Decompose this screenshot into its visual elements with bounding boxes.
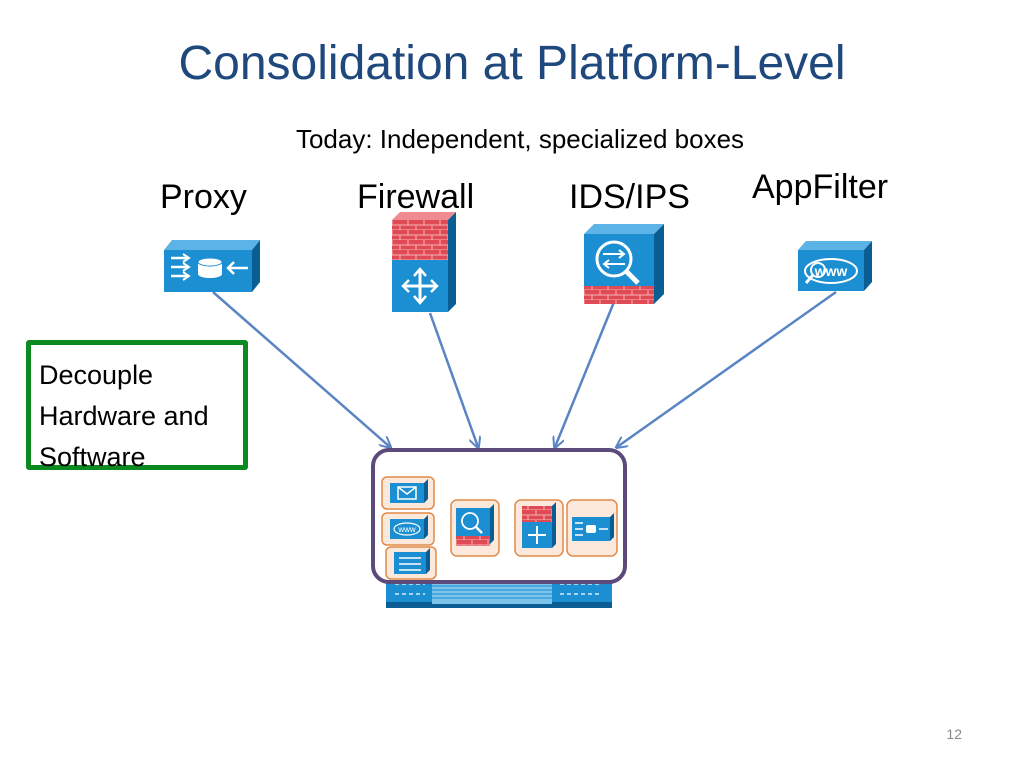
page-number: 12	[946, 726, 962, 742]
ids-ips-arrow	[555, 301, 616, 447]
callout-line: Decouple	[39, 360, 154, 390]
proxy-arrow	[212, 291, 390, 447]
appfilter-label: AppFilter	[752, 168, 889, 206]
appfilter-appliance-icon: www	[798, 241, 872, 291]
slide-subtitle: Today: Independent, specialized boxes	[295, 124, 745, 154]
firewall-arrow	[428, 312, 478, 447]
callout-line: Hardware and	[39, 401, 209, 431]
callout-line: Software	[39, 442, 146, 472]
appfilter-arrow	[617, 290, 837, 447]
decouple-callout: Decouple Hardware and Software	[26, 340, 248, 472]
firewall-appliance-icon	[392, 212, 456, 312]
ids-ips-appliance-icon	[584, 224, 664, 304]
connection-arrows	[212, 290, 837, 447]
ids-ips-label: IDS/IPS	[569, 178, 690, 216]
slide-title: Consolidation at Platform-Level	[178, 37, 846, 90]
svg-text:www: www	[397, 525, 416, 534]
platform-firewall-icon	[514, 499, 564, 557]
proxy-label: Proxy	[160, 178, 247, 216]
proxy-appliance-icon	[164, 240, 260, 292]
platform-email-appliance-icon	[381, 476, 435, 510]
firewall-label: Firewall	[357, 178, 475, 216]
platform-ids-ips-icon	[450, 499, 500, 557]
platform-web-appliance-icon: www	[381, 512, 435, 546]
platform-switch-appliance-icon	[385, 546, 437, 580]
platform-proxy-icon	[566, 499, 618, 557]
